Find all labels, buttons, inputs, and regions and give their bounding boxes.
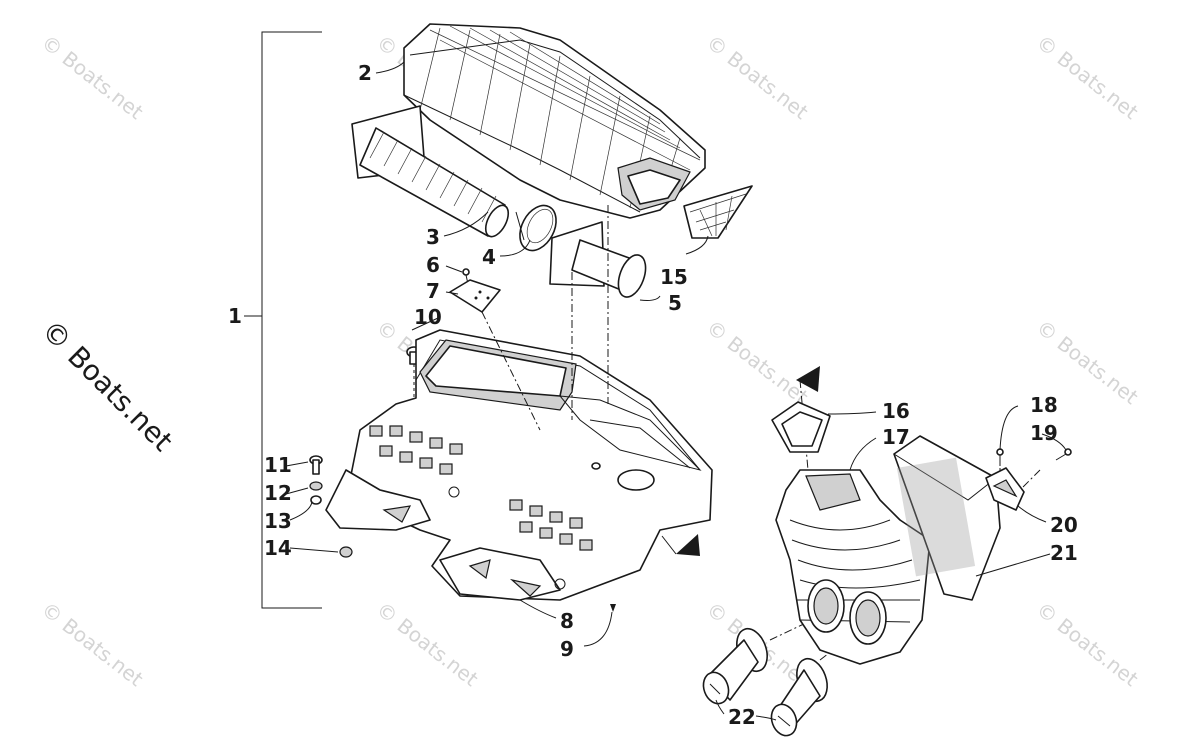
watermark: © Boats.net <box>37 30 148 124</box>
filter-end-cap <box>515 204 557 252</box>
base-vent-slots <box>369 425 593 551</box>
adapter-right <box>770 657 828 737</box>
airbox-cover <box>403 23 706 219</box>
callout-4: 4 <box>482 245 496 269</box>
watermark: © Boats.net <box>37 597 148 691</box>
callout-15: 15 <box>660 265 688 289</box>
arrow-indicator <box>676 534 700 556</box>
cylinder-filter <box>351 105 510 238</box>
callout-22: 22 <box>728 705 756 729</box>
callout-11: 11 <box>264 453 292 477</box>
callout-21: 21 <box>1050 541 1078 565</box>
airbox-base <box>325 329 713 601</box>
watermark: © Boats.net <box>1032 30 1143 124</box>
watermark: © Boats.net <box>372 597 483 691</box>
callout-5: 5 <box>668 291 682 315</box>
callout-7: 7 <box>426 279 440 303</box>
intake-boot <box>775 469 931 665</box>
callout-6: 6 <box>426 253 440 277</box>
callout-3: 3 <box>426 225 440 249</box>
leader-lines <box>285 61 1067 721</box>
foam-pad <box>893 435 1001 601</box>
callout-labels: 1 2 3 4 5 6 7 8 9 10 11 12 13 14 15 16 1… <box>228 61 1078 729</box>
right-bracket <box>985 448 1072 511</box>
callout-20: 20 <box>1050 513 1078 537</box>
assembly-bracket <box>244 31 322 609</box>
watermark: © Boats.net <box>1032 597 1143 691</box>
arrow-indicator <box>796 366 820 392</box>
callout-13: 13 <box>264 509 292 533</box>
pin <box>610 604 616 612</box>
callout-17: 17 <box>882 425 910 449</box>
callout-1: 1 <box>228 304 242 328</box>
callout-19: 19 <box>1030 421 1058 445</box>
small-plate-and-screw <box>449 268 501 313</box>
left-hardware-stack <box>309 455 353 558</box>
callout-12: 12 <box>264 481 292 505</box>
callout-9: 9 <box>560 637 574 661</box>
callout-18: 18 <box>1030 393 1058 417</box>
callout-10: 10 <box>414 305 442 329</box>
intake-adapters <box>702 627 828 737</box>
intake-sleeve <box>549 221 647 298</box>
callout-2: 2 <box>358 61 372 85</box>
watermark: © Boats.net <box>702 30 813 124</box>
callout-16: 16 <box>882 399 910 423</box>
callout-14: 14 <box>264 536 292 560</box>
callout-8: 8 <box>560 609 574 633</box>
side-watermark: © Boats.net <box>35 314 179 458</box>
adapter-left <box>702 627 768 705</box>
screen-insert <box>683 185 753 239</box>
watermark: © Boats.net <box>702 315 813 409</box>
seal-ring <box>771 401 831 453</box>
direction-arrows <box>661 366 820 556</box>
